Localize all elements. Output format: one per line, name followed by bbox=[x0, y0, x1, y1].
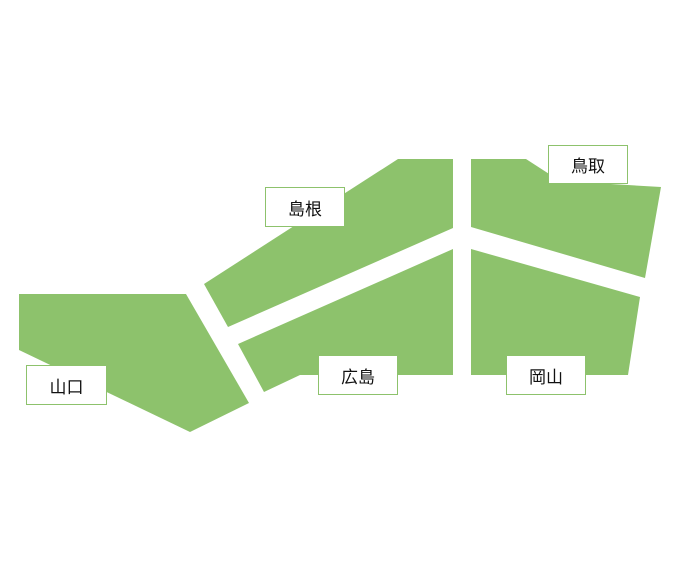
label-hiroshima: 広島 bbox=[318, 355, 398, 395]
label-okayama-text: 岡山 bbox=[529, 367, 563, 388]
label-tottori-text: 鳥取 bbox=[571, 157, 605, 177]
label-okayama: 岡山 bbox=[506, 355, 586, 395]
label-hiroshima-text: 広島 bbox=[341, 367, 375, 388]
label-yamaguchi: 山口 bbox=[26, 365, 107, 405]
region-shimane[interactable] bbox=[204, 159, 453, 327]
label-shimane-text: 島根 bbox=[288, 199, 322, 220]
region-hiroshima[interactable] bbox=[238, 249, 453, 392]
region-tottori[interactable] bbox=[471, 159, 661, 278]
region-okayama[interactable] bbox=[471, 249, 640, 375]
region-yamaguchi[interactable] bbox=[19, 294, 249, 432]
label-yamaguchi-text: 山口 bbox=[49, 377, 84, 398]
label-shimane: 島根 bbox=[265, 187, 345, 227]
label-tottori: 鳥取 bbox=[548, 145, 628, 184]
